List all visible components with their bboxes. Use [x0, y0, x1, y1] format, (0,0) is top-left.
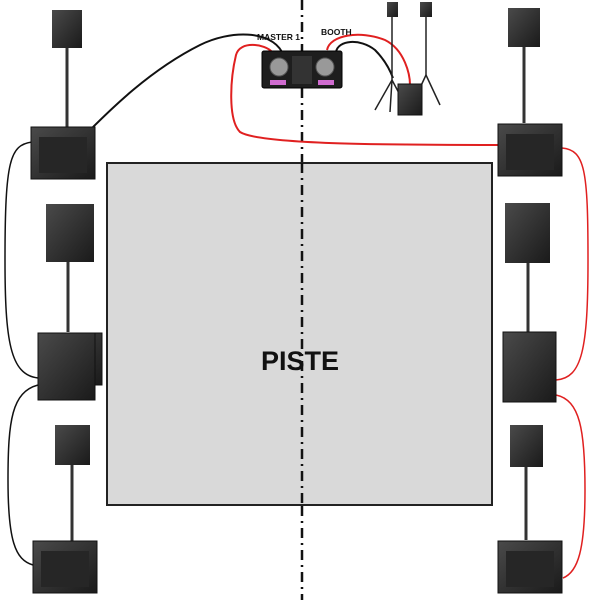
left-speaker-stack-3: [32, 425, 98, 594]
left-speaker-stack-2: [37, 204, 103, 401]
booth-cable-black: [335, 41, 394, 79]
right-chain-cable: [555, 147, 589, 381]
left-chain-cable-2: [7, 384, 39, 566]
master-label: MASTER 1: [257, 32, 300, 42]
right-speaker-stack-2: [502, 203, 557, 403]
master-cable: [89, 33, 283, 131]
left-speaker-stack-1: [30, 10, 96, 180]
right-speaker-stack-3: [497, 425, 563, 594]
dj-controller: [261, 50, 343, 89]
booth-cable-return: [230, 43, 501, 146]
floor-label: PISTE: [261, 346, 339, 376]
dance-floor: [106, 162, 493, 506]
booth-cable-red: [326, 33, 411, 86]
right-chain-cable-2: [555, 394, 586, 579]
booth-label: BOOTH: [321, 27, 352, 37]
right-speaker-stack-1: [497, 8, 563, 177]
left-chain-cable: [4, 141, 39, 379]
booth-sub: [397, 83, 423, 116]
